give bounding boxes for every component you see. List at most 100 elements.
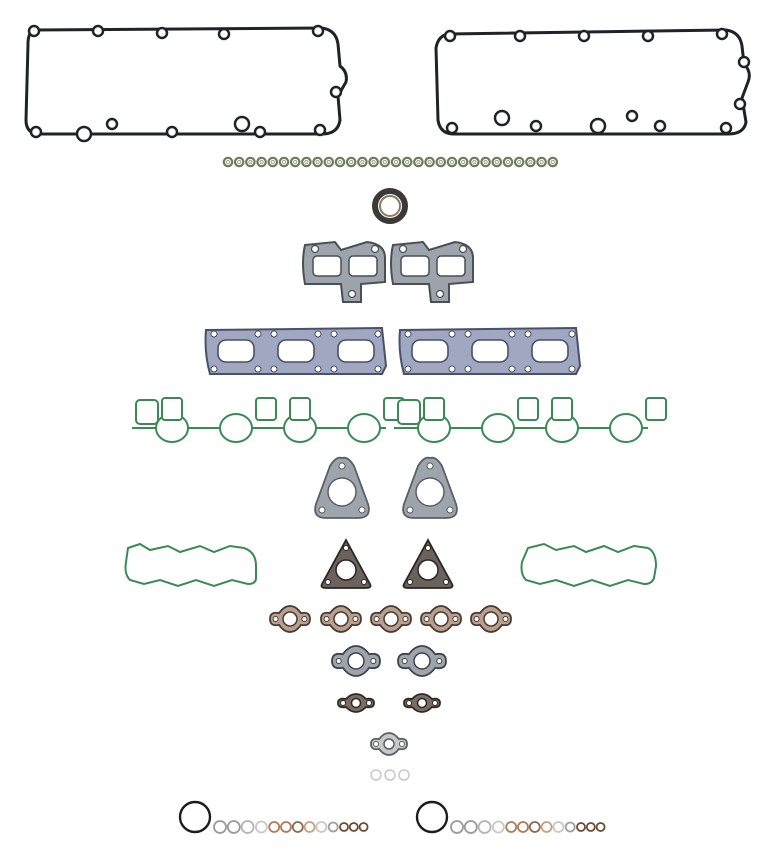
egr-gasket	[370, 605, 412, 633]
bolt-ring	[313, 123, 327, 137]
side-seal-right	[520, 542, 658, 588]
turbo-outlet-gasket	[402, 538, 454, 589]
bolt-ring	[253, 125, 267, 139]
bolt-ring	[529, 119, 543, 133]
egr-pipe-gaskets	[331, 645, 447, 677]
bolt-ring	[217, 27, 231, 41]
small-o-ring	[477, 820, 492, 834]
valve-stem-seal	[469, 156, 480, 168]
exhaust-gasket-large	[204, 326, 388, 375]
turbo-outlet-gaskets	[320, 538, 454, 589]
small-o-ring	[339, 822, 349, 832]
small-o-ring	[315, 821, 328, 833]
small-o-ring	[254, 820, 268, 834]
small-o-ring	[291, 821, 304, 833]
valve-stem-seal	[357, 156, 368, 168]
washer-ring	[370, 769, 382, 781]
bolt-ring	[653, 119, 667, 133]
bolt-ring	[493, 109, 511, 127]
o-ring-sets	[178, 800, 606, 834]
small-o-ring	[528, 821, 541, 833]
egr-gasket	[269, 605, 311, 633]
small-o-ring	[240, 820, 255, 834]
bolt-ring	[75, 125, 93, 143]
small-o-ring	[280, 821, 292, 833]
small-flange-gasket	[337, 693, 375, 713]
o-ring-set	[178, 800, 369, 834]
o-ring-set	[415, 800, 606, 834]
oil-pan-side-seals	[124, 542, 658, 588]
valve-stem-seal	[513, 156, 525, 168]
valve-stem-seal	[413, 156, 424, 168]
small-o-ring	[540, 821, 553, 833]
bolt-ring	[719, 121, 733, 135]
valve-stem-seal	[379, 156, 391, 168]
small-o-ring	[585, 822, 596, 832]
small-o-ring	[576, 822, 586, 832]
large-o-ring	[178, 800, 212, 834]
turbo-outlet-gasket	[320, 538, 372, 589]
bolt-ring	[311, 24, 325, 38]
turbo-flange-gasket	[402, 456, 458, 519]
valve-stem-seal	[245, 156, 256, 168]
washer-rings	[370, 769, 410, 781]
turbo-flange-gasket	[314, 456, 370, 519]
exhaust-gasket-small	[302, 240, 386, 303]
bolt-ring	[91, 24, 105, 38]
valve-cover-gaskets	[24, 26, 751, 136]
valve-stem-seal	[525, 156, 536, 168]
exhaust-gasket-small	[390, 240, 474, 303]
small-o-ring	[505, 821, 518, 833]
turbo-flange-gaskets	[314, 456, 458, 519]
valve-stem-seal	[301, 156, 312, 168]
bolt-ring	[733, 97, 747, 111]
bolt-ring	[155, 26, 169, 40]
small-o-ring	[463, 820, 478, 834]
egr-gasket	[470, 605, 512, 633]
valve-stem-seal	[457, 156, 469, 168]
valve-stem-seal	[446, 156, 458, 168]
bolt-ring	[29, 125, 43, 139]
bolt-ring	[715, 27, 729, 41]
small-o-ring	[303, 821, 316, 833]
bolt-ring	[445, 121, 459, 135]
exhaust-manifold-gaskets-small	[302, 240, 474, 303]
bolt-ring	[329, 85, 343, 99]
small-flange-gasket	[403, 693, 441, 713]
front-oil-seal	[372, 188, 408, 224]
bolt-ring	[513, 29, 527, 43]
bolt-ring	[737, 55, 751, 69]
valve-stem-seal	[401, 156, 413, 168]
valve-stem-seal	[256, 156, 267, 168]
egr-gasket	[320, 605, 362, 633]
egr-gasket	[420, 605, 462, 633]
exhaust-gasket-large	[398, 326, 582, 375]
valve-stem-seal	[222, 156, 234, 168]
single-flange-gasket	[370, 732, 408, 756]
valve-stem-seal	[323, 156, 335, 168]
bolt-ring	[105, 117, 119, 131]
intake-manifold-gasket	[132, 397, 405, 443]
egr-gaskets-row	[269, 605, 512, 633]
valve-cover-gasket-right	[434, 28, 751, 136]
bolt-ring	[443, 29, 457, 43]
small-o-ring	[595, 822, 606, 832]
washer-ring	[398, 769, 410, 781]
small-o-ring	[348, 822, 359, 832]
valve-stem-seal	[547, 156, 559, 168]
side-seal-left	[124, 542, 257, 588]
bolt-ring	[27, 24, 41, 38]
valve-stem-seals-row	[222, 156, 559, 168]
valve-stem-seal	[312, 156, 323, 168]
small-o-ring	[213, 820, 227, 834]
valve-cover-bolt-rings	[27, 24, 751, 143]
bolt-ring	[233, 115, 251, 133]
valve-cover-gasket-left	[24, 26, 348, 136]
small-o-ring	[517, 821, 529, 833]
small-o-ring	[327, 821, 339, 833]
valve-stem-seal	[424, 156, 435, 168]
washer-ring	[384, 769, 396, 781]
valve-stem-seal	[233, 156, 245, 168]
bolt-ring	[577, 29, 591, 43]
